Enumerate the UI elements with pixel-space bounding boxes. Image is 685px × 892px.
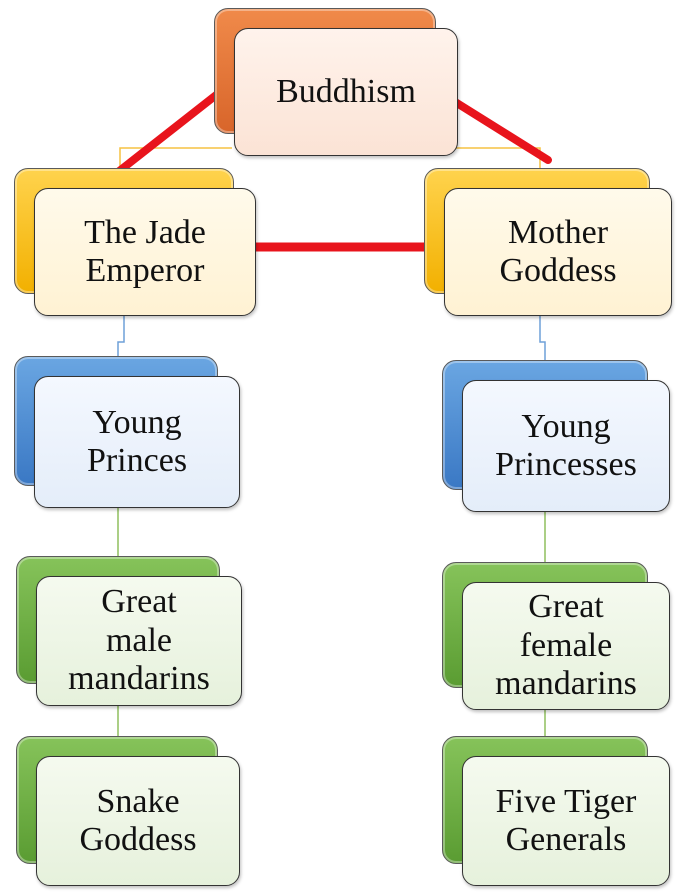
node-five-tiger-generals-label: Five Tiger Generals bbox=[495, 782, 637, 858]
connector-buddhism-jade bbox=[119, 147, 232, 170]
node-jade-emperor: The Jade Emperor bbox=[14, 168, 256, 316]
node-mother-goddess-label: Mother Goddess bbox=[499, 213, 617, 289]
node-great-female-mandarins-card: Great female mandarins bbox=[462, 582, 670, 710]
connector-jade-princes bbox=[117, 314, 125, 358]
node-young-princesses-card: Young Princesses bbox=[462, 380, 670, 512]
node-buddhism-label: Buddhism bbox=[276, 72, 416, 110]
triad-link-buddhism-mother bbox=[448, 96, 552, 164]
node-young-princesses: Young Princesses bbox=[442, 360, 670, 512]
node-snake-goddess: Snake Goddess bbox=[16, 736, 240, 886]
connector-buddhism-mother bbox=[448, 147, 541, 170]
node-great-male-mandarins-card: Great male mandarins bbox=[36, 576, 242, 706]
node-jade-emperor-card: The Jade Emperor bbox=[34, 188, 256, 316]
node-five-tiger-generals: Five Tiger Generals bbox=[442, 736, 670, 886]
node-mother-goddess: Mother Goddess bbox=[424, 168, 672, 316]
node-great-female-mandarins-label: Great female mandarins bbox=[495, 588, 637, 703]
node-buddhism-card: Buddhism bbox=[234, 28, 458, 156]
node-buddhism: Buddhism bbox=[214, 8, 458, 156]
node-jade-emperor-label: The Jade Emperor bbox=[84, 213, 206, 289]
triad-link-buddhism-jade bbox=[114, 88, 224, 176]
node-young-princesses-label: Young Princesses bbox=[495, 407, 637, 483]
node-snake-goddess-card: Snake Goddess bbox=[36, 756, 240, 886]
node-young-princes-card: Young Princes bbox=[34, 376, 240, 508]
node-young-princes: Young Princes bbox=[14, 356, 240, 508]
node-great-female-mandarins: Great female mandarins bbox=[442, 562, 670, 710]
node-young-princes-label: Young Princes bbox=[86, 403, 188, 479]
node-five-tiger-generals-card: Five Tiger Generals bbox=[462, 756, 670, 886]
node-great-male-mandarins-label: Great male mandarins bbox=[68, 583, 210, 698]
node-great-male-mandarins: Great male mandarins bbox=[16, 556, 242, 706]
node-mother-goddess-card: Mother Goddess bbox=[444, 188, 672, 316]
connector-mother-princesses bbox=[539, 314, 546, 362]
node-snake-goddess-label: Snake Goddess bbox=[79, 782, 197, 858]
